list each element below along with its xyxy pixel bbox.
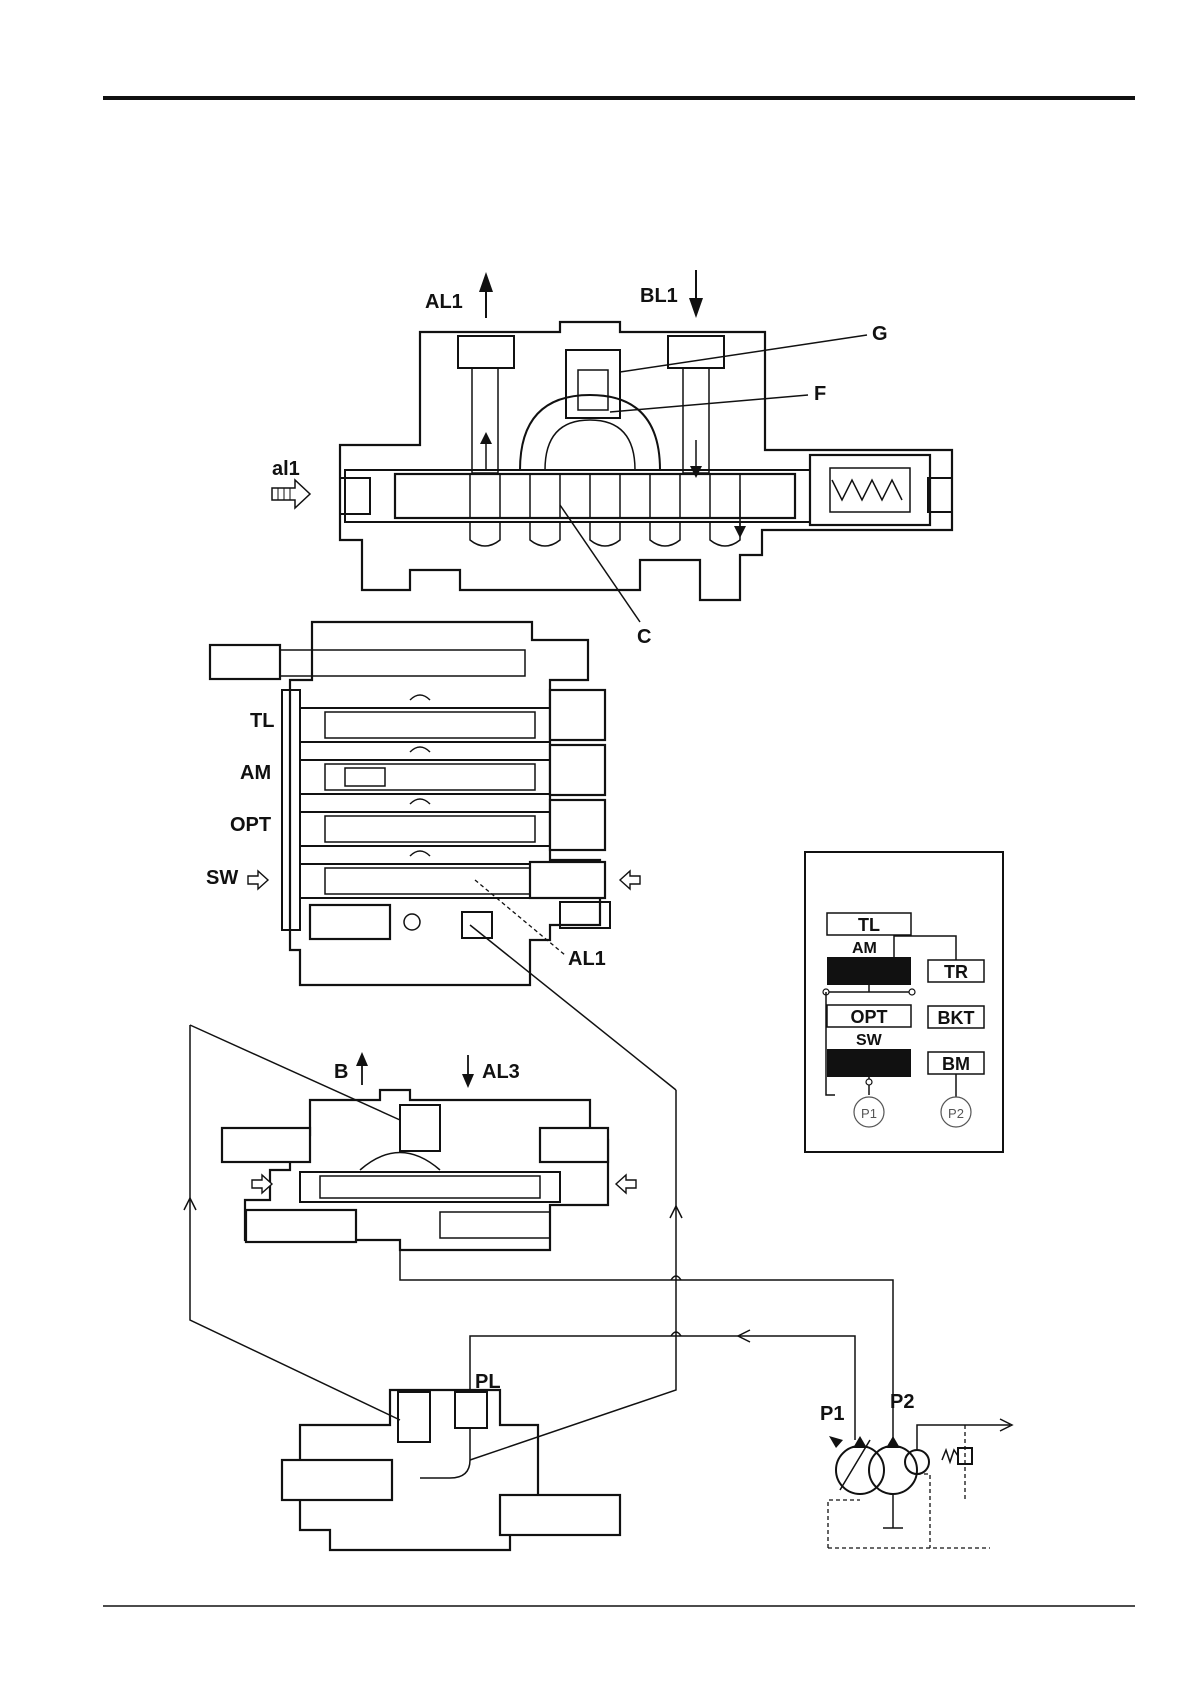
box-sw xyxy=(827,1049,911,1077)
box-am-label: AM xyxy=(852,940,877,957)
left-upper-diagonal xyxy=(190,1025,400,1120)
box-bm-label: BM xyxy=(942,1054,970,1074)
box-sw-label: SW xyxy=(856,1032,883,1049)
schematic-node-right xyxy=(909,989,915,995)
pilot-line xyxy=(917,1425,1010,1450)
lower-valve-section xyxy=(222,1090,608,1250)
box-bkt-label: BKT xyxy=(938,1008,975,1028)
label-f: F xyxy=(814,383,826,405)
schematic-frame xyxy=(805,852,1003,1152)
bl1-arrow xyxy=(689,270,703,318)
label-pl: PL xyxy=(475,1371,501,1393)
label-b: B xyxy=(334,1061,348,1083)
lower-right-cap xyxy=(540,1128,608,1162)
bottom-relief-valve xyxy=(282,1460,392,1500)
case-drain-right xyxy=(917,1474,930,1548)
schematic-box: TL AM OPT SW TR BKT BM P1 P2 xyxy=(805,852,1003,1152)
b-arrow xyxy=(356,1052,368,1085)
main-relief-valve xyxy=(210,645,280,679)
label-al1-out: AL1 xyxy=(425,291,463,313)
p1-variable-arrowhead xyxy=(829,1436,843,1448)
bottom-relief-valve xyxy=(310,905,390,939)
spool xyxy=(395,474,795,518)
label-am: AM xyxy=(240,762,271,784)
control-valve-block xyxy=(210,622,610,985)
spring-housing xyxy=(810,455,930,525)
bottom-valve-section xyxy=(282,1390,620,1550)
label-p1: P1 xyxy=(820,1403,844,1425)
bottom-side-fitting xyxy=(500,1495,620,1535)
case-drain-left xyxy=(828,1500,860,1548)
box-tl-label: TL xyxy=(858,915,880,935)
right-cap-am xyxy=(550,745,605,795)
label-opt: OPT xyxy=(230,814,271,836)
pilot-input-arrow xyxy=(272,480,310,508)
label-bl1-in: BL1 xyxy=(640,285,678,307)
schematic-pump-p1-label: P1 xyxy=(861,1106,877,1121)
schematic-sw-node xyxy=(866,1079,872,1085)
p2-outlet-triangle xyxy=(886,1436,900,1448)
al1-arrow xyxy=(479,272,493,318)
label-al3: AL3 xyxy=(482,1061,520,1083)
label-sw: SW xyxy=(206,867,238,889)
label-p2: P2 xyxy=(890,1391,914,1413)
sw-input-arrow xyxy=(248,871,268,889)
lower-relief-valve xyxy=(246,1210,356,1242)
box-tr-label: TR xyxy=(944,962,968,982)
box-opt-label: OPT xyxy=(850,1007,887,1027)
label-al1-section: AL1 xyxy=(568,948,606,970)
schematic-pump-p2-label: P2 xyxy=(948,1106,964,1121)
label-al1-pilot: al1 xyxy=(272,458,300,480)
label-c: C xyxy=(637,626,651,648)
pilot-relief-spring xyxy=(942,1450,958,1462)
right-cap-tl xyxy=(550,690,605,740)
box-am xyxy=(827,957,911,985)
label-g: G xyxy=(872,323,888,345)
lower-left-cap xyxy=(222,1128,310,1162)
al3-arrow xyxy=(462,1055,474,1088)
right-cap-sw xyxy=(530,862,605,898)
sw-right-arrow xyxy=(620,871,640,889)
top-valve-section xyxy=(340,322,952,600)
label-tl: TL xyxy=(250,710,274,732)
right-cap-opt xyxy=(550,800,605,850)
lower-right-arrow xyxy=(616,1175,636,1193)
